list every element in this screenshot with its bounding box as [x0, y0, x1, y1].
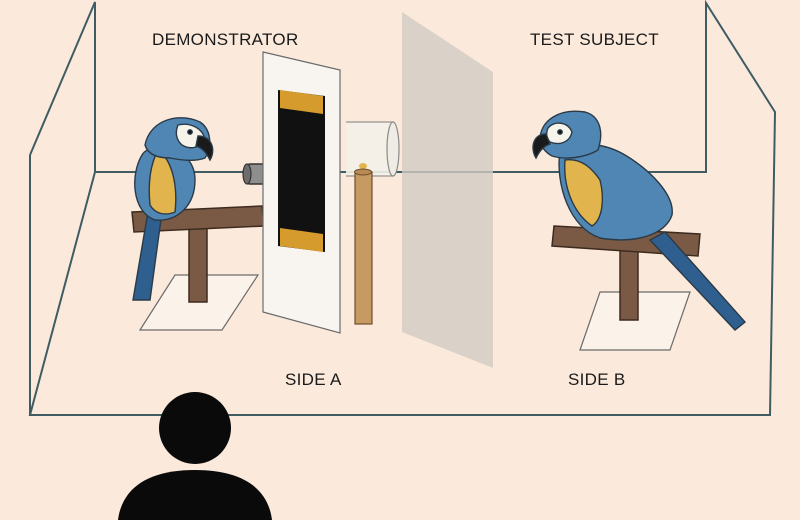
side-b-label: SIDE B — [568, 370, 626, 389]
panel — [262, 51, 341, 334]
right-perch — [551, 225, 701, 351]
glass-divider — [402, 12, 493, 368]
side-a-label: SIDE A — [285, 370, 342, 389]
test-subject-parrot-icon — [532, 110, 747, 331]
observer-person-icon — [118, 392, 272, 520]
left-perch — [131, 205, 265, 331]
cage-outline — [28, 0, 777, 416]
test-subject-label: TEST SUBJECT — [530, 30, 659, 49]
cylinder-post — [346, 121, 400, 325]
demonstrator-label: DEMONSTRATOR — [152, 30, 299, 49]
demonstrator-parrot-icon — [132, 117, 214, 301]
